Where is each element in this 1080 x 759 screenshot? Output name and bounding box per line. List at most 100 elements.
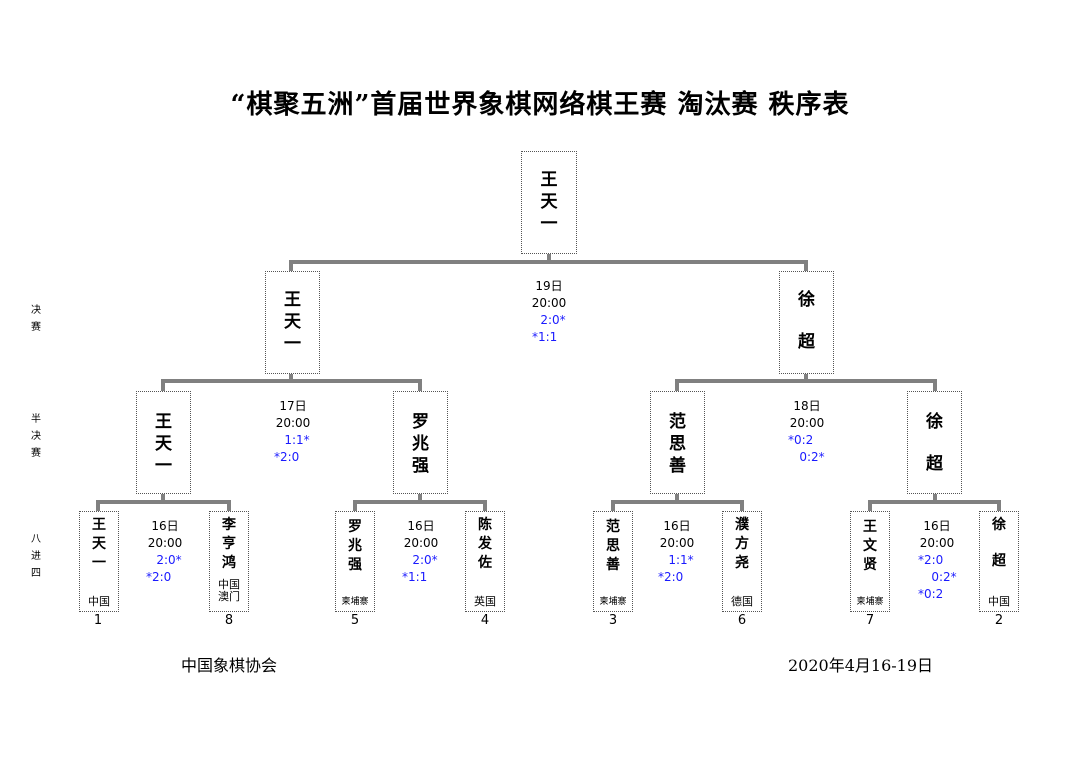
name-char: 王 bbox=[92, 517, 106, 533]
match-date: 16日 bbox=[923, 519, 951, 533]
name-char: 超 bbox=[992, 553, 1006, 569]
page-title: “棋聚五洲”首届世界象棋网络棋王赛 淘汰赛 秩序表 bbox=[230, 90, 850, 120]
seed-number: 3 bbox=[608, 613, 618, 628]
name-char: 超 bbox=[798, 332, 815, 352]
final-left-name: 王天一 bbox=[266, 292, 319, 353]
player-name: 陈发佐 bbox=[466, 518, 504, 570]
player-name: 濮方尧 bbox=[723, 518, 761, 570]
footer-organizer: 中国象棋协会 bbox=[181, 656, 278, 675]
name-char: 王 bbox=[284, 290, 301, 310]
quarter1-info: 16日 20:00 2:0* *2:0 bbox=[134, 518, 196, 586]
match-score: *1:1 bbox=[402, 570, 428, 584]
name-char: 陈 bbox=[478, 517, 492, 533]
name-char: 强 bbox=[412, 456, 429, 476]
quarter1-left-box: 王天一 中国 bbox=[79, 511, 119, 612]
name-char: 罗 bbox=[412, 412, 429, 432]
seed-number: 5 bbox=[350, 613, 360, 628]
champion-name: 王天一 bbox=[522, 172, 576, 233]
name-char: 范 bbox=[606, 519, 620, 535]
round-label-char: 决 bbox=[31, 431, 41, 442]
name-char: 文 bbox=[863, 538, 877, 554]
match-score: *2:0 bbox=[274, 450, 300, 464]
match-date: 18日 bbox=[793, 399, 821, 413]
quarter4-left-box: 王文贤 柬埔寨 bbox=[850, 511, 890, 612]
name-char: 一 bbox=[284, 334, 301, 354]
match-time: 20:00 bbox=[147, 536, 183, 550]
quarter1-right-box: 李亨鸿 中国澳门 bbox=[209, 511, 249, 612]
champion-box: 王天一 bbox=[521, 151, 577, 254]
name-char: 善 bbox=[669, 456, 686, 476]
match-time: 20:00 bbox=[659, 536, 695, 550]
name-char: 罗 bbox=[348, 519, 362, 535]
round-label-char: 四 bbox=[31, 568, 41, 579]
match-time: 20:00 bbox=[275, 416, 311, 430]
match-score: 2:0* bbox=[540, 313, 566, 327]
quarter2-right-box: 陈发佐 英国 bbox=[465, 511, 505, 612]
semi1-left-name: 王天一 bbox=[137, 414, 190, 475]
seed-number: 2 bbox=[994, 613, 1004, 628]
player-name: 徐超 bbox=[980, 518, 1018, 568]
match-time: 20:00 bbox=[919, 536, 955, 550]
round-label-semi: 半 决 赛 bbox=[28, 411, 44, 462]
round-label-char: 决 bbox=[31, 305, 41, 316]
semi1-right-name: 罗兆强 bbox=[394, 414, 447, 475]
quarter2-info: 16日 20:00 2:0* *1:1 bbox=[390, 518, 452, 586]
match-date: 16日 bbox=[151, 519, 179, 533]
match-score: *1:1 bbox=[532, 330, 558, 344]
round-label-char: 半 bbox=[31, 414, 41, 425]
name-char: 天 bbox=[540, 192, 558, 212]
player-name: 罗兆强 bbox=[336, 520, 374, 572]
name-char: 兆 bbox=[348, 538, 362, 554]
name-char: 天 bbox=[92, 536, 106, 552]
name-char: 贤 bbox=[863, 557, 877, 573]
match-time: 20:00 bbox=[403, 536, 439, 550]
seed-number: 6 bbox=[737, 613, 747, 628]
player-country: 中国 bbox=[988, 595, 1010, 608]
name-char: 天 bbox=[155, 434, 172, 454]
name-char: 王 bbox=[155, 412, 172, 432]
name-char: 超 bbox=[926, 454, 943, 474]
name-char: 善 bbox=[606, 557, 620, 573]
name-char: 一 bbox=[540, 214, 558, 234]
name-char: 鸿 bbox=[222, 555, 236, 571]
semi2-info: 18日 20:00 *0:2 0:2* bbox=[776, 398, 838, 466]
name-char: 李 bbox=[222, 517, 236, 533]
player-name: 范思善 bbox=[594, 520, 632, 572]
name-char: 王 bbox=[863, 519, 877, 535]
quarter2-left-box: 罗兆强 柬埔寨 bbox=[335, 511, 375, 612]
quarter4-info: 16日 20:00 *2:0 0:2* *0:2 bbox=[906, 518, 968, 603]
match-score: *2:0 bbox=[918, 553, 944, 567]
name-char: 徐 bbox=[798, 290, 815, 310]
name-char: 天 bbox=[284, 312, 301, 332]
final-info: 19日 20:00 2:0* *1:1 bbox=[518, 278, 580, 346]
player-country: 柬埔寨 bbox=[341, 597, 369, 607]
name-char: 亨 bbox=[222, 536, 236, 552]
match-time: 20:00 bbox=[789, 416, 825, 430]
match-score: 0:2* bbox=[931, 570, 957, 584]
name-char: 尧 bbox=[735, 555, 749, 571]
quarter3-info: 16日 20:00 1:1* *2:0 bbox=[646, 518, 708, 586]
name-char: 发 bbox=[478, 536, 492, 552]
name-char: 一 bbox=[92, 555, 106, 571]
seed-number: 8 bbox=[224, 613, 234, 628]
final-right-box: 徐超 bbox=[779, 271, 834, 374]
match-score: 1:1* bbox=[284, 433, 310, 447]
player-country: 德国 bbox=[731, 595, 753, 608]
match-score: *0:2 bbox=[918, 587, 944, 601]
match-date: 16日 bbox=[407, 519, 435, 533]
name-char: 王 bbox=[540, 170, 558, 190]
match-score: *0:2 bbox=[788, 433, 814, 447]
player-name: 李亨鸿 bbox=[210, 518, 248, 570]
player-name: 王天一 bbox=[80, 518, 118, 570]
name-char: 方 bbox=[735, 536, 749, 552]
name-char: 佐 bbox=[478, 555, 492, 571]
player-country: 柬埔寨 bbox=[599, 597, 627, 607]
round-label-char: 赛 bbox=[31, 448, 41, 459]
seed-number: 1 bbox=[93, 613, 103, 628]
quarter4-right-box: 徐超 中国 bbox=[979, 511, 1019, 612]
match-score: *2:0 bbox=[146, 570, 172, 584]
match-date: 19日 bbox=[535, 279, 563, 293]
match-score: 0:2* bbox=[799, 450, 825, 464]
footer-dates: 2020年4月16-19日 bbox=[788, 656, 934, 675]
